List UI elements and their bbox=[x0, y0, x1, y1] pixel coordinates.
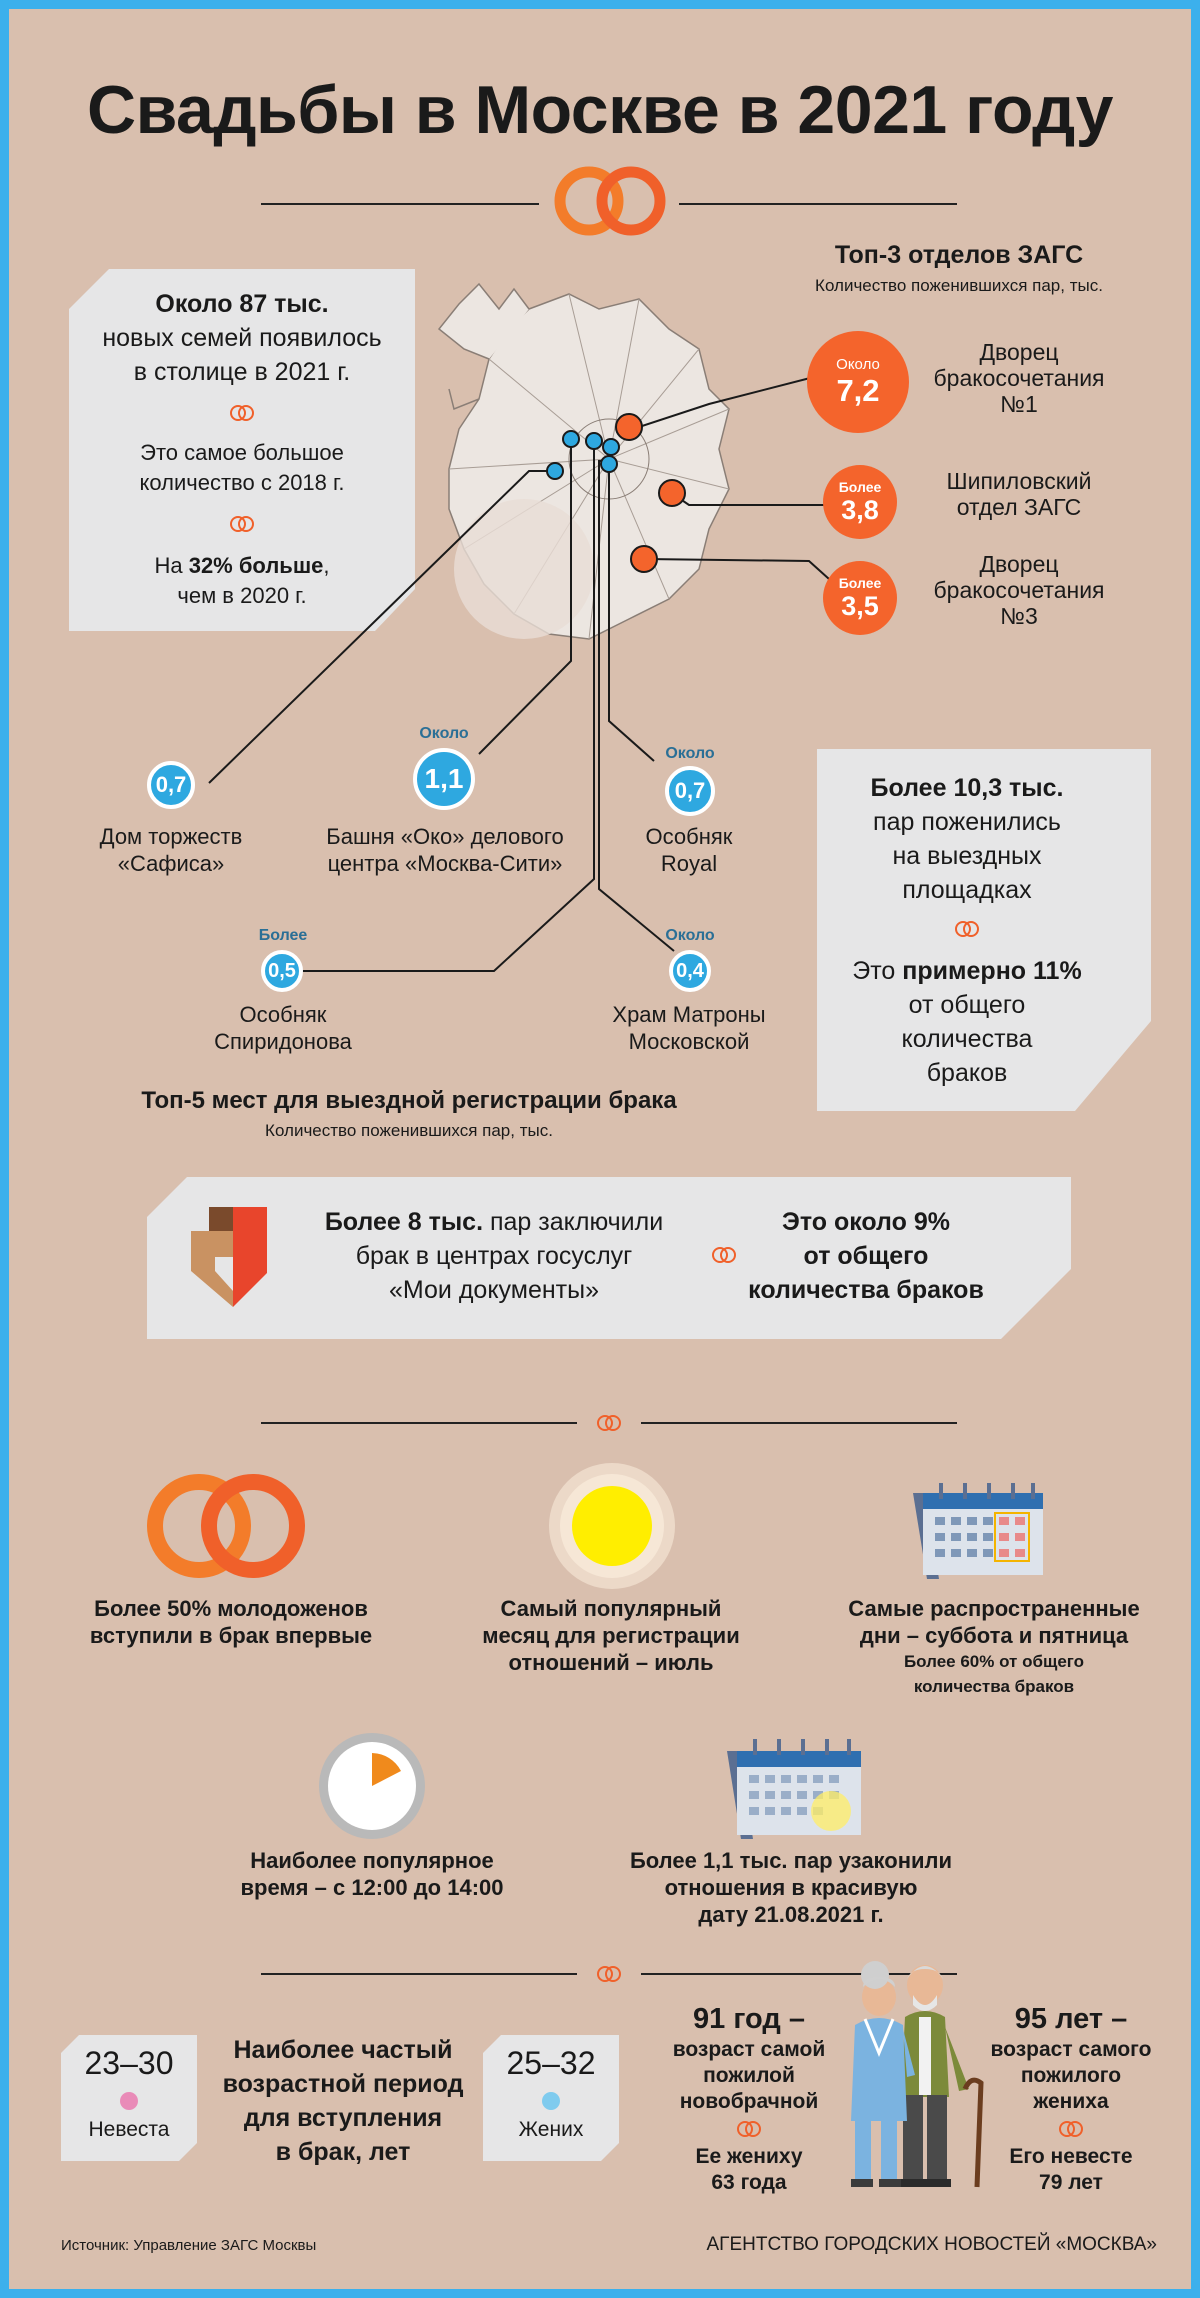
venues-header: Топ-5 мест для выездной регистрации брак… bbox=[69, 1087, 749, 1141]
zags-bubble-1: Около 7,2 bbox=[807, 331, 909, 433]
mfc-box-shape bbox=[147, 1177, 1071, 1339]
rings-icon bbox=[230, 405, 254, 421]
groom-dot bbox=[542, 2092, 560, 2110]
divider-right bbox=[641, 1973, 957, 1975]
zags-bubble-3: Более 3,5 bbox=[823, 561, 897, 635]
calendar-date-icon bbox=[727, 1739, 861, 1839]
oldest-bride: 91 год – возраст самой пожилой новобрачн… bbox=[672, 2003, 826, 2194]
fact-first-marriage: Более 50% молодоженов вступили в брак вп… bbox=[89, 1596, 373, 1648]
groom-age-range: 25–32 bbox=[506, 2045, 596, 2081]
mfc-share: Это около 9% от общего количества браков bbox=[748, 1208, 984, 1304]
wedding-rings-icon bbox=[147, 1474, 305, 1578]
intro-box-shape bbox=[69, 269, 415, 631]
onsite-box: Более 10,3 тыс. пар поженились на выездн… bbox=[852, 774, 1082, 1087]
fact-popular-days: Самые распространенные дни – суббота и п… bbox=[848, 1596, 1140, 1696]
zags-name-3: Дворец бракосочетания №3 bbox=[933, 551, 1105, 629]
age-period-text: Наиболее частый возрастной период для вс… bbox=[222, 2036, 464, 2166]
intro-headline: Около 87 тыс. bbox=[155, 290, 329, 318]
venues-subtitle: Количество поженившихся пар, тыс. bbox=[265, 1121, 553, 1140]
agency-credit: АГЕНТСТВО ГОРОДСКИХ НОВОСТЕЙ «МОСКВА» bbox=[706, 2234, 1157, 2255]
venue-label-1: Дом торжеств «Сафиса» bbox=[99, 824, 243, 876]
groom-age-box: 25–32 Жених bbox=[483, 2045, 619, 2142]
venue-bubble-5: 0,4 bbox=[669, 950, 711, 992]
bride-age-range: 23–30 bbox=[84, 2045, 174, 2081]
divider-right bbox=[679, 203, 957, 205]
rings-icon bbox=[737, 2121, 761, 2137]
intro-line: новых семей появилось bbox=[102, 324, 382, 352]
venue-qualifier-3: Около bbox=[665, 745, 715, 762]
zags-subtitle: Количество поженившихся пар, тыс. bbox=[815, 276, 1103, 295]
venues-title: Топ-5 мест для выездной регистрации брак… bbox=[141, 1087, 677, 1114]
wedding-rings-icon bbox=[554, 166, 666, 236]
venue-bubble-3: 0,7 bbox=[665, 766, 715, 816]
source-note: Источник: Управление ЗАГС Москвы bbox=[61, 2237, 317, 2254]
rings-icon bbox=[955, 921, 979, 937]
groom-label: Жених bbox=[518, 2118, 584, 2141]
rings-icon bbox=[712, 1247, 736, 1263]
page-title: Свадьбы в Москве в 2021 году bbox=[87, 72, 1113, 148]
zags-name-2: Шипиловский отдел ЗАГС bbox=[946, 468, 1092, 520]
venue-qualifier-5: Около bbox=[665, 927, 715, 944]
map-point-zags-1 bbox=[615, 413, 643, 441]
zags-name-1: Дворец бракосочетания №1 bbox=[933, 339, 1105, 417]
intro-line: в столице в 2021 г. bbox=[133, 358, 351, 386]
rings-icon bbox=[1059, 2121, 1083, 2137]
venue-bubble-1: 0,7 bbox=[147, 761, 195, 809]
map-point-zags-2 bbox=[658, 479, 686, 507]
map-point-venue-4 bbox=[600, 455, 618, 473]
rings-icon bbox=[597, 1415, 621, 1431]
sun-icon bbox=[549, 1463, 675, 1589]
venue-label-3: Особняк Royal bbox=[645, 824, 733, 876]
venue-bubble-2: 1,1 bbox=[413, 748, 475, 810]
fact-beautiful-date: Более 1,1 тыс. пар узаконили отношения в… bbox=[629, 1848, 953, 1927]
oldest-groom: 95 лет – возраст самого пожилого жениха … bbox=[990, 2003, 1152, 2194]
moscow-map bbox=[208, 282, 830, 972]
clock-icon bbox=[319, 1733, 425, 1839]
divider-left bbox=[261, 1422, 577, 1424]
venue-label-4: Особняк Спиридонова bbox=[214, 1002, 352, 1054]
divider-left bbox=[261, 1973, 577, 1975]
calendar-icon bbox=[913, 1483, 1043, 1579]
map-point-venue-5 bbox=[585, 432, 603, 450]
map-outline bbox=[437, 282, 730, 640]
divider-right bbox=[641, 1422, 957, 1424]
rings-icon bbox=[597, 1966, 621, 1982]
intro-box: Около 87 тыс. новых семей появилось в ст… bbox=[69, 287, 415, 611]
bride-dot bbox=[120, 2092, 138, 2110]
map-point-venue-2 bbox=[562, 430, 580, 448]
zags-header: Топ-3 отделов ЗАГС Количество поженивших… bbox=[749, 241, 1169, 296]
intro-fact-2: На 32% больше, bbox=[154, 553, 330, 578]
zags-bubble-2: Более 3,8 bbox=[823, 465, 897, 539]
intro-fact-1: Это самое большое количество с 2018 г. bbox=[139, 440, 345, 495]
map-point-zags-3 bbox=[630, 545, 658, 573]
venue-qualifier-4: Более bbox=[258, 927, 308, 944]
fact-popular-time: Наиболее популярное время – с 12:00 до 1… bbox=[240, 1848, 504, 1900]
elderly-couple-icon bbox=[851, 1961, 984, 2188]
venue-qualifier-2: Около bbox=[419, 725, 469, 742]
zags-title: Топ-3 отделов ЗАГС bbox=[834, 241, 1084, 269]
intro-fact-2-line2: чем в 2020 г. bbox=[177, 583, 307, 608]
map-point-venue-3 bbox=[602, 438, 620, 456]
mfc-text: Более 8 тыс. пар заключили брак в центра… bbox=[324, 1208, 664, 1304]
venue-bubble-4: 0,5 bbox=[261, 950, 303, 992]
onsite-box-shape bbox=[817, 749, 1151, 1111]
bride-age-box: 23–30 Невеста bbox=[61, 2045, 197, 2142]
fact-popular-month: Самый популярный месяц для регистрации о… bbox=[482, 1596, 740, 1675]
rings-icon bbox=[230, 516, 254, 532]
my-documents-logo-icon bbox=[191, 1207, 267, 1307]
venue-label-5: Храм Матроны Московской bbox=[612, 1002, 766, 1054]
venue-label-2: Башня «Око» делового центра «Москва-Сити… bbox=[326, 824, 564, 876]
bride-label: Невеста bbox=[88, 2118, 170, 2141]
divider-left bbox=[261, 203, 539, 205]
map-point-venue-1 bbox=[546, 462, 564, 480]
